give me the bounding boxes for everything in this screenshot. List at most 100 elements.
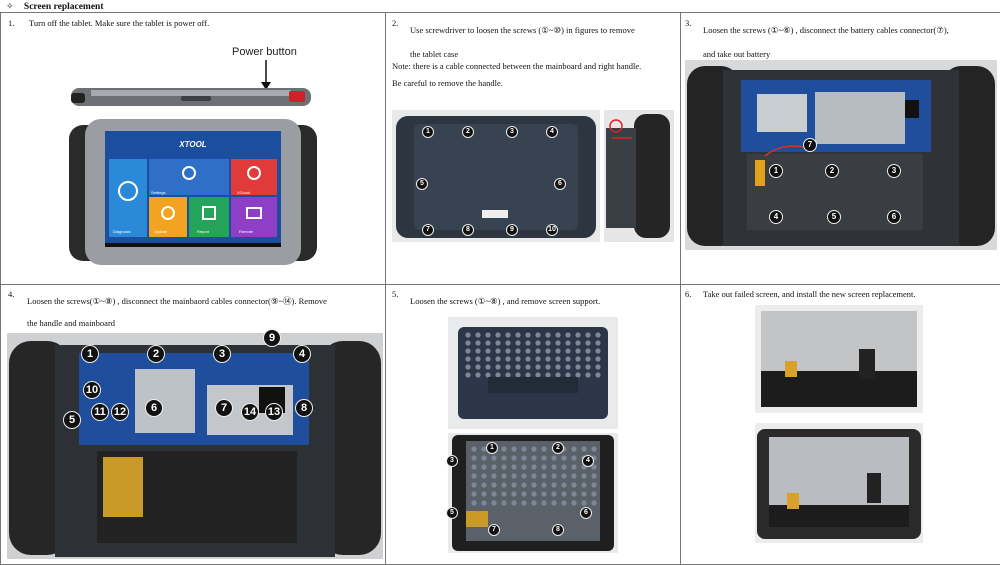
steps-table: 1. Turn off the tablet. Make sure the ta… (0, 12, 1000, 565)
support-hole (485, 364, 491, 370)
screw-marker-4: 4 (546, 126, 558, 138)
support-hole (531, 446, 537, 452)
support-hole (571, 491, 577, 497)
support-hole (561, 491, 567, 497)
support-hole (591, 446, 597, 452)
support-hole (571, 464, 577, 470)
support-hole (575, 356, 581, 362)
support-hole (591, 464, 597, 470)
support-hole (571, 455, 577, 461)
support-hole (511, 473, 517, 479)
tile-label-report: Report (197, 229, 210, 234)
support-hole (515, 340, 521, 346)
note-line-2: Be careful to remove the handle. (392, 78, 503, 88)
step-text-line-1: Loosen the screws (①~⑧) , and remove scr… (410, 296, 601, 306)
screw-marker-12: 12 (111, 403, 129, 421)
support-hole (525, 332, 531, 338)
step-2-cell: 2. Use screwdriver to loosen the screws … (385, 12, 681, 285)
support-hole (505, 340, 511, 346)
screw-marker-6: 6 (580, 507, 592, 519)
support-hole (481, 455, 487, 461)
support-hole (475, 332, 481, 338)
support-hole (465, 340, 471, 346)
support-hole (535, 332, 541, 338)
support-hole (581, 482, 587, 488)
support-hole (541, 455, 547, 461)
step-text-line-1: Use screwdriver to loosen the screws (①~… (410, 25, 635, 35)
support-hole (531, 500, 537, 506)
support-hole (541, 491, 547, 497)
support-hole (531, 455, 537, 461)
support-hole (531, 482, 537, 488)
support-hole (491, 473, 497, 479)
bullet-icon: ✧ (6, 1, 14, 11)
support-hole (571, 500, 577, 506)
support-hole (561, 455, 567, 461)
support-hole (501, 491, 507, 497)
support-hole (525, 348, 531, 354)
support-hole (571, 446, 577, 452)
screw-marker-3: 3 (506, 126, 518, 138)
support-hole (501, 482, 507, 488)
screw-marker-10: 10 (546, 224, 558, 236)
tablet-back-photo (392, 110, 600, 242)
tile-label-xcloud: XCloud (237, 190, 251, 195)
step-4-cell: 4. Loosen the screws(①~⑧) , disconnect t… (0, 284, 386, 565)
support-hole (515, 364, 521, 370)
support-hole (581, 491, 587, 497)
support-hole (485, 372, 491, 378)
support-hole (511, 464, 517, 470)
support-hole (545, 356, 551, 362)
support-hole (531, 491, 537, 497)
support-hole (575, 348, 581, 354)
support-hole (541, 473, 547, 479)
tile-label-settings: Settings (151, 190, 166, 195)
support-hole (591, 473, 597, 479)
support-hole (521, 446, 527, 452)
support-hole (465, 364, 471, 370)
support-hole (485, 356, 491, 362)
support-hole (595, 332, 601, 338)
support-hole (501, 500, 507, 506)
step-number: 2. (392, 18, 399, 28)
support-hole (471, 473, 477, 479)
handle-cable-photo (604, 110, 674, 242)
support-hole (505, 356, 511, 362)
support-hole (565, 348, 571, 354)
support-hole (585, 340, 591, 346)
screw-marker-3: 3 (213, 345, 231, 363)
support-hole (505, 364, 511, 370)
support-hole (561, 500, 567, 506)
support-hole (581, 473, 587, 479)
support-hole (521, 482, 527, 488)
section-heading: ✧ Screen replacement (6, 0, 104, 12)
support-hole (591, 500, 597, 506)
support-hole (545, 332, 551, 338)
support-hole (495, 332, 501, 338)
support-hole (521, 491, 527, 497)
support-hole (575, 340, 581, 346)
support-hole (481, 482, 487, 488)
support-hole (501, 446, 507, 452)
support-hole (531, 473, 537, 479)
section-title: Screen replacement (23, 2, 104, 12)
screw-marker-5: 5 (446, 507, 458, 519)
screw-marker-1: 1 (81, 345, 99, 363)
support-hole (561, 464, 567, 470)
support-hole (511, 500, 517, 506)
support-hole (481, 464, 487, 470)
support-hole (521, 455, 527, 461)
power-button-label: Power button (232, 46, 297, 58)
support-hole (555, 332, 561, 338)
tablet-side-photo (71, 60, 311, 106)
screw-marker-7: 7 (215, 399, 233, 417)
support-hole (471, 446, 477, 452)
screw-marker-11: 11 (91, 403, 109, 421)
screw-marker-9: 9 (263, 329, 281, 347)
support-hole (555, 364, 561, 370)
screw-marker-7: 7 (803, 138, 817, 152)
support-hole (555, 372, 561, 378)
support-hole (515, 356, 521, 362)
support-hole (595, 364, 601, 370)
support-hole (555, 348, 561, 354)
